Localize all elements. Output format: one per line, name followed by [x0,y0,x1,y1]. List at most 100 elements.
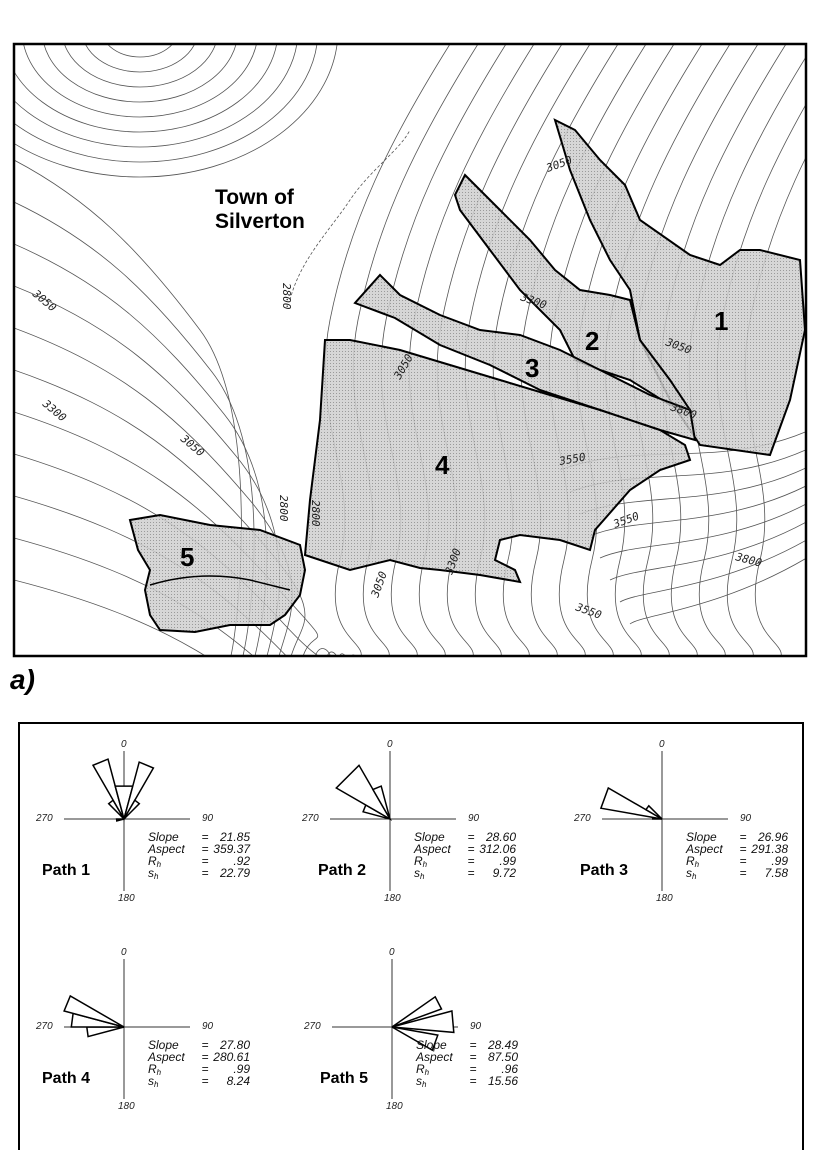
avalanche-path-3 [353,273,697,442]
stat-sh: sh=9.72 [414,866,516,881]
contour-label: 3550 [557,450,587,468]
rose-petal [391,995,443,1028]
contour-label: 3550 [611,509,642,531]
panel-label-a: a) [10,664,35,695]
axis-label-e: 90 [470,1021,482,1032]
axis-label-s: 180 [118,1101,135,1112]
avalanche-path-4 [303,339,692,584]
contour-label: 3050 [177,432,207,460]
axis-label-e: 90 [202,813,214,824]
stat-aspect: Aspect=312.06 [414,842,516,856]
contour-label: 3050 [544,153,575,175]
rose-petal [391,1026,439,1052]
rose-petal [85,1026,125,1038]
stat-rh: Rh=.99 [414,854,516,869]
contour-line [14,579,356,656]
town-label-line2: Silverton [215,210,305,233]
contour-line [14,495,338,656]
contour-label: 3050 [29,287,59,315]
contour-line [14,327,293,656]
axis-label-n: 0 [121,947,127,958]
contour-line [14,537,346,656]
map-frame [12,42,808,658]
contour-label: 2800 [280,283,293,310]
contour-label: 3050 [368,569,390,600]
avalanche-path-5 [128,513,307,634]
stat-rh: Rh=.92 [148,854,250,869]
stat-rh: Rh=.99 [148,1062,250,1077]
path-name: Path 4 [42,1070,91,1087]
contour-line [63,44,217,88]
contour-line [589,485,806,537]
axis-label-n: 0 [121,739,127,750]
axis-label-n: 0 [389,947,395,958]
axis-label-n: 0 [387,739,393,750]
contour-label: 2800 [277,495,290,522]
stat-slope: Slope=26.96 [686,830,788,844]
path-name: Path 5 [320,1070,369,1087]
contour-line [14,44,338,178]
stat-rh: Rh=.99 [686,854,788,869]
stat-aspect: Aspect=359.37 [148,842,250,856]
stat-slope: Slope=21.85 [148,830,250,844]
path-number-5: 5 [180,542,195,572]
axis-label-e: 90 [740,813,752,824]
axis-label-w: 270 [302,813,319,824]
contour-line [619,539,806,603]
stat-aspect: Aspect=291.38 [686,842,788,856]
town-label-line1: Town of [215,186,294,209]
stat-slope: Slope=27.80 [148,1038,250,1052]
contour-label: 2800 [309,500,322,527]
axis-label-w: 270 [304,1021,321,1032]
rose-petal [63,994,125,1028]
topographic-map: 3050330030503800355038003550280030503300… [12,42,808,658]
axis-label-w: 270 [36,1021,53,1032]
axis-label-s: 180 [384,893,401,904]
axis-label-s: 180 [386,1101,403,1112]
rose-petal [115,818,125,822]
stat-sh: sh=15.56 [416,1074,518,1089]
path-name: Path 3 [580,862,629,879]
axis-label-e: 90 [202,1021,214,1032]
contour-line [14,44,298,148]
axis-label-s: 180 [656,893,673,904]
stat-sh: sh=22.79 [148,866,250,881]
stat-sh: sh=8.24 [148,1074,250,1089]
axis-label-n: 0 [659,739,665,750]
rose-petal [123,799,141,820]
stat-aspect: Aspect=280.61 [148,1050,250,1064]
contour-line [106,44,174,58]
stat-slope: Slope=28.49 [416,1038,518,1052]
contour-line [43,44,237,103]
path-number-1: 1 [714,306,729,336]
stat-rh: Rh=.96 [416,1062,518,1077]
stat-aspect: Aspect=87.50 [416,1050,518,1064]
contour-label: 3550 [573,600,604,622]
rose-petal [644,804,663,820]
rose-petal [371,785,391,820]
contour-line [23,44,257,118]
river-line [289,129,411,301]
axis-label-s: 180 [118,893,135,904]
contour-line [629,557,806,625]
path-number-3: 3 [525,353,540,383]
town-label: Town of Silverton [215,186,305,234]
contour-line [14,44,278,133]
path-name: Path 1 [42,862,91,879]
contour-line [14,44,318,163]
contour-line [84,44,196,73]
rose-petal [391,1010,455,1034]
rose-petal [599,786,663,820]
axis-label-w: 270 [574,813,591,824]
